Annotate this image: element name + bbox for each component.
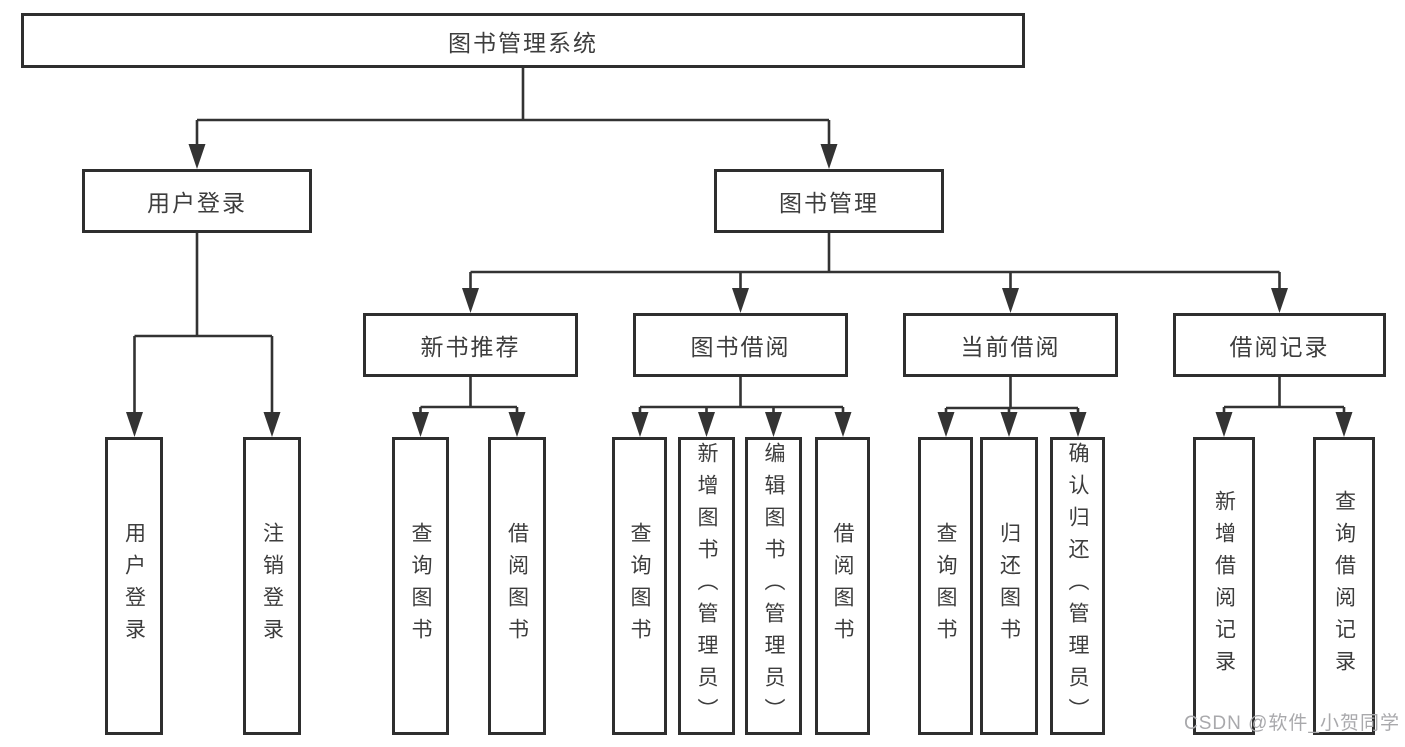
leaf-bb-edit-books-admin: 编辑图书（管理员）: [745, 437, 802, 735]
node-book-borrowing: 图书借阅: [633, 313, 848, 377]
node-label: 查询图书: [628, 522, 651, 650]
leaf-cb-return-books: 归还图书: [980, 437, 1038, 735]
node-label: 借阅记录: [1229, 334, 1330, 360]
leaf-user-login: 用户登录: [105, 437, 163, 735]
leaf-cb-confirm-return-admin: 确认归还（管理员）: [1050, 437, 1105, 735]
node-label: 新增图书（管理员）: [695, 442, 718, 730]
leaf-cb-query-books: 查询图书: [918, 437, 973, 735]
node-label: 编辑图书（管理员）: [762, 442, 785, 730]
leaf-bb-borrow-books: 借阅图书: [815, 437, 870, 735]
leaf-nb-query-books: 查询图书: [392, 437, 449, 735]
node-label: 用户登录: [122, 522, 146, 650]
node-label: 归还图书: [997, 522, 1021, 650]
leaf-br-add-record: 新增借阅记录: [1193, 437, 1255, 735]
node-label: 图书管理: [779, 190, 879, 216]
node-label: 借阅图书: [831, 522, 854, 650]
node-label: 注销登录: [260, 522, 284, 650]
leaf-nb-borrow-books: 借阅图书: [488, 437, 546, 735]
leaf-bb-query-books: 查询图书: [612, 437, 667, 735]
node-label: 新书推荐: [420, 334, 521, 360]
node-label: 图书管理系统: [448, 29, 598, 56]
node-current-borrowing: 当前借阅: [903, 313, 1118, 377]
node-label: 查询借阅记录: [1332, 490, 1356, 682]
node-user-login: 用户登录: [82, 169, 312, 233]
node-label: 查询图书: [934, 522, 957, 650]
node-label: 图书借阅: [690, 334, 791, 360]
node-label: 查询图书: [409, 522, 432, 650]
node-label: 当前借阅: [960, 334, 1061, 360]
arrowheads: [126, 144, 1353, 437]
node-label: 确认归还（管理员）: [1066, 442, 1089, 730]
csdn-watermark: CSDN @软件_小贺同学: [1184, 713, 1400, 734]
leaf-bb-add-books-admin: 新增图书（管理员）: [678, 437, 735, 735]
node-new-book-recommend: 新书推荐: [363, 313, 578, 377]
node-borrowing-records: 借阅记录: [1173, 313, 1386, 377]
node-label: 借阅图书: [505, 522, 529, 650]
node-root-library-system: 图书管理系统: [21, 13, 1025, 68]
leaf-logout-login: 注销登录: [243, 437, 301, 735]
leaf-br-query-record: 查询借阅记录: [1313, 437, 1375, 735]
node-label: 新增借阅记录: [1212, 490, 1236, 682]
node-book-management: 图书管理: [714, 169, 944, 233]
node-label: 用户登录: [147, 190, 247, 216]
